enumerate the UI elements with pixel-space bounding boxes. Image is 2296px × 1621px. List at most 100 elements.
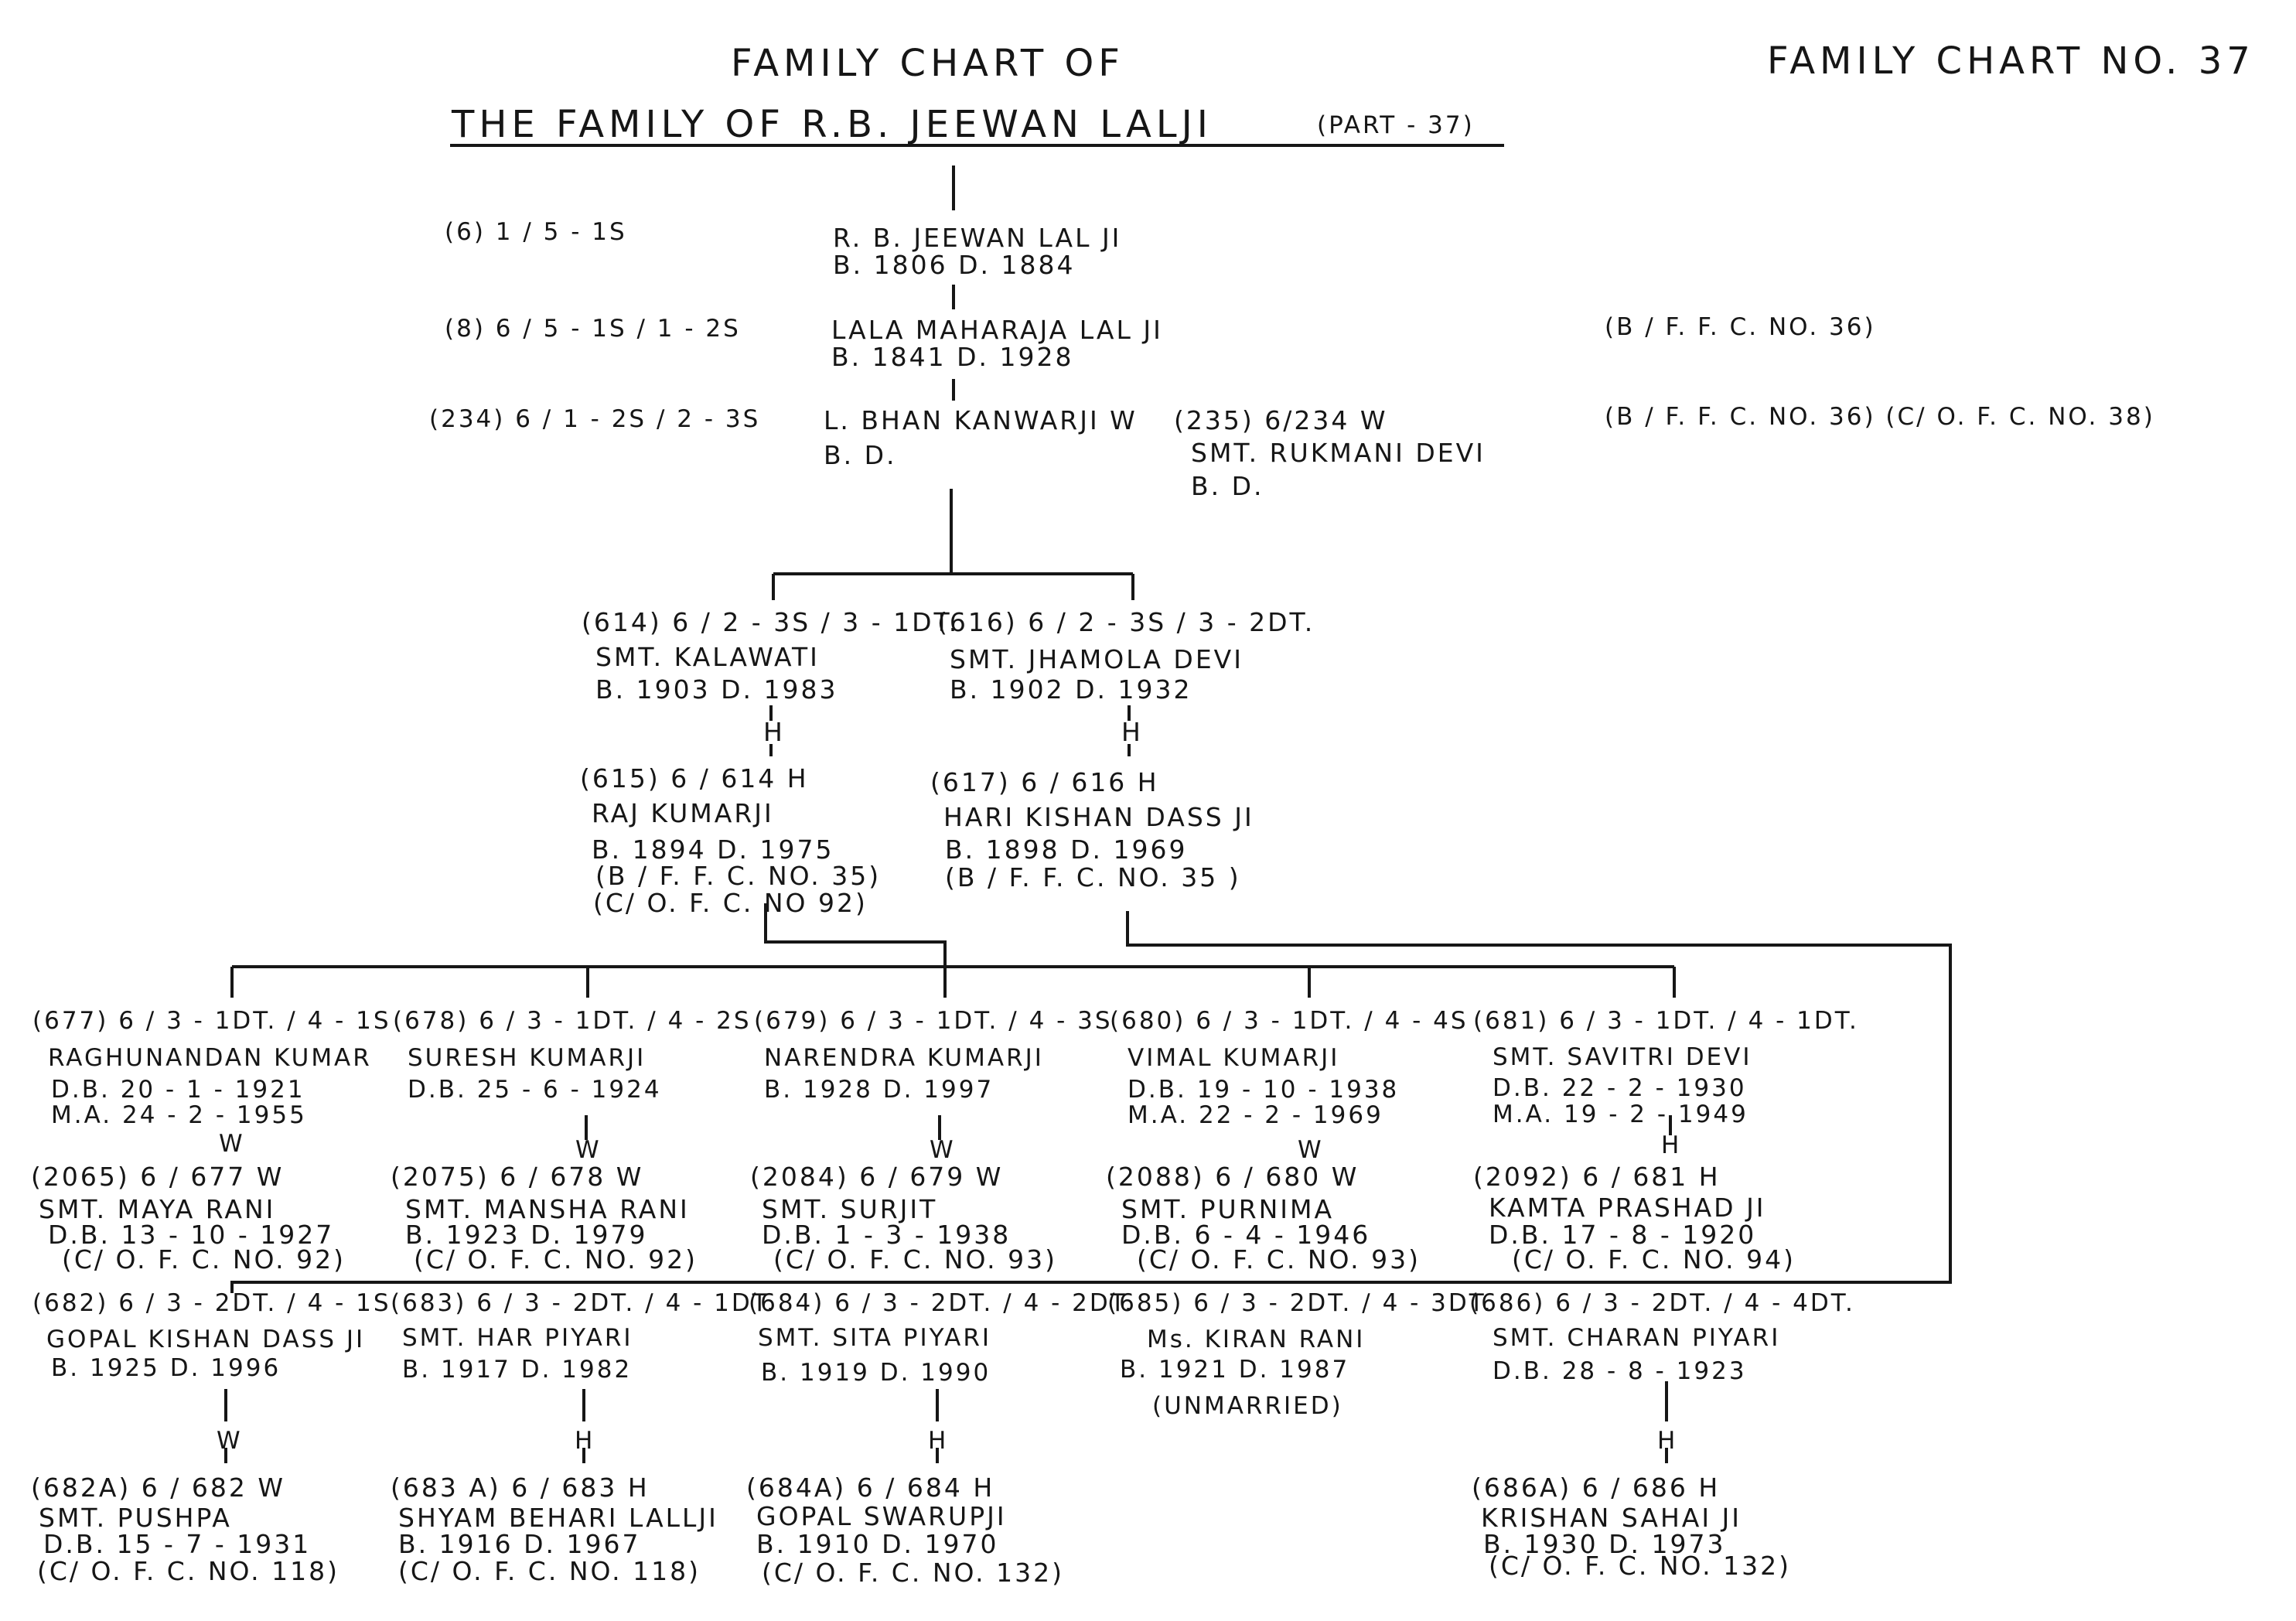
row1-4-link: W <box>1298 1136 1324 1164</box>
row2-3-sp-ref: (C/ O. F. C. NO. 132) <box>762 1558 1064 1588</box>
row1-1-sp-ref: (C/ O. F. C. NO. 92) <box>62 1244 346 1275</box>
row2-3-code: (684) 6 / 3 - 2DT. / 4 - 2DT. <box>749 1289 1134 1317</box>
gen2-dates: B. 1841 D. 1928 <box>831 342 1074 372</box>
row2-5-link: H <box>1657 1427 1678 1455</box>
row2-3-link: H <box>928 1427 949 1455</box>
gen3-spouse-code: (235) 6/234 W <box>1174 405 1388 435</box>
row1-5-d1: D.B. 22 - 2 - 1930 <box>1493 1074 1747 1102</box>
row2-3-name: SMT. SITA PIYARI <box>758 1324 992 1352</box>
row1-1-sp-d1: D.B. 13 - 10 - 1927 <box>48 1220 335 1250</box>
row2-1-sp-code: (682A) 6 / 682 W <box>31 1473 285 1503</box>
row2-1-link: W <box>217 1427 243 1455</box>
row2-2-d1: B. 1917 D. 1982 <box>402 1356 633 1384</box>
row2-4-d1: B. 1921 D. 1987 <box>1120 1356 1350 1384</box>
row1-3-sp-code: (2084) 6 / 679 W <box>750 1162 1004 1192</box>
gen4-2-spouse-code: (617) 6 / 616 H <box>930 767 1159 797</box>
row1-2-d1: D.B. 25 - 6 - 1924 <box>408 1076 662 1104</box>
row2-2-sp-d1: B. 1916 D. 1967 <box>398 1529 641 1559</box>
row1-5-sp-d1: D.B. 17 - 8 - 1920 <box>1489 1220 1757 1250</box>
row1-2-sp-code: (2075) 6 / 678 W <box>391 1162 644 1192</box>
chart-title-line1: FAMILY CHART OF <box>731 42 1124 85</box>
gen1-code: (6) 1 / 5 - 1S <box>445 218 627 246</box>
gen4-1-dates: B. 1903 D. 1983 <box>595 674 838 705</box>
gen3-code: (234) 6 / 1 - 2S / 2 - 3S <box>429 405 761 433</box>
row1-2-code: (678) 6 / 3 - 1DT. / 4 - 2S <box>393 1007 752 1035</box>
gen4-1-name: SMT. KALAWATI <box>595 642 820 672</box>
row1-2-name: SURESH KUMARJI <box>408 1044 646 1072</box>
row1-3-sp-ref: (C/ O. F. C. NO. 93) <box>773 1244 1057 1275</box>
row2-5-sp-ref: (C/ O. F. C. NO. 132) <box>1489 1551 1791 1581</box>
row1-5-code: (681) 6 / 3 - 1DT. / 4 - 1DT. <box>1473 1007 1859 1035</box>
gen1-name: R. B. JEEWAN LAL JI <box>833 223 1122 253</box>
connector-jhamola-children <box>230 911 1952 1293</box>
row1-3-name: NARENDRA KUMARJI <box>764 1044 1044 1072</box>
row2-1-name: GOPAL KISHAN DASS JI <box>46 1326 366 1353</box>
row1-1-sp-name: SMT. MAYA RANI <box>39 1194 276 1224</box>
row1-5-link: H <box>1661 1131 1682 1159</box>
gen2-code: (8) 6 / 5 - 1S / 1 - 2S <box>445 315 741 343</box>
row1-4-name: VIMAL KUMARJI <box>1128 1044 1340 1072</box>
row2-2-link: H <box>575 1427 595 1455</box>
row2-1-code: (682) 6 / 3 - 2DT. / 4 - 1S <box>32 1289 391 1317</box>
gen4-2-name: SMT. JHAMOLA DEVI <box>950 644 1244 674</box>
row1-4-sp-ref: (C/ O. F. C. NO. 93) <box>1137 1244 1421 1275</box>
row1-2-link: W <box>575 1136 602 1164</box>
row2-5-sp-d1: B. 1930 D. 1973 <box>1483 1529 1726 1559</box>
row1-4-code: (680) 6 / 3 - 1DT. / 4 - 4S <box>1110 1007 1469 1035</box>
gen4-1-link: H <box>763 717 785 747</box>
row2-5-code: (686) 6 / 3 - 2DT. / 4 - 4DT. <box>1469 1289 1855 1317</box>
row1-4-sp-code: (2088) 6 / 680 W <box>1106 1162 1360 1192</box>
gen3-spouse-dates: B. D. <box>1191 471 1264 501</box>
row2-1-sp-ref: (C/ O. F. C. NO. 118) <box>37 1556 339 1586</box>
row2-5-d1: D.B. 28 - 8 - 1923 <box>1493 1357 1747 1385</box>
gen4-2-spouse-name: HARI KISHAN DASS JI <box>943 802 1254 832</box>
gen3-spouse-name: SMT. RUKMANI DEVI <box>1191 438 1486 468</box>
gen4-1-spouse-code: (615) 6 / 614 H <box>580 763 809 793</box>
row1-3-sp-d1: D.B. 1 - 3 - 1938 <box>762 1220 1012 1250</box>
gen4-2-code: (616) 6 / 2 - 3S / 3 - 2DT. <box>937 607 1315 637</box>
row1-4-sp-d1: D.B. 6 - 4 - 1946 <box>1121 1220 1371 1250</box>
gen4-2-dates: B. 1902 D. 1932 <box>950 674 1192 705</box>
row1-2-sp-ref: (C/ O. F. C. NO. 92) <box>414 1244 698 1275</box>
gen2-name: LALA MAHARAJA LAL JI <box>831 315 1163 345</box>
gen4-1-spouse-ref2: (C/ O. F. C. NO 92) <box>593 888 868 918</box>
row2-5-name: SMT. CHARAN PIYARI <box>1493 1324 1781 1352</box>
gen4-1-spouse-ref1: (B / F. F. C. NO. 35) <box>595 861 882 891</box>
row2-2-sp-ref: (C/ O. F. C. NO. 118) <box>398 1556 701 1586</box>
row1-1-d2: M.A. 24 - 2 - 1955 <box>51 1101 307 1129</box>
row1-1-link: W <box>219 1130 245 1158</box>
row1-4-d1: D.B. 19 - 10 - 1938 <box>1128 1076 1400 1104</box>
row1-5-sp-ref: (C/ O. F. C. NO. 94) <box>1512 1244 1796 1275</box>
gen4-2-spouse-dates: B. 1898 D. 1969 <box>945 834 1188 865</box>
row2-1-sp-d1: D.B. 15 - 7 - 1931 <box>43 1529 312 1559</box>
gen4-1-spouse-name: RAJ KUMARJI <box>592 798 774 828</box>
row2-2-sp-name: SHYAM BEHARI LALLJI <box>398 1503 718 1533</box>
row1-3-d1: B. 1928 D. 1997 <box>764 1076 994 1104</box>
gen4-2-spouse-ref1: (B / F. F. C. NO. 35 ) <box>945 862 1241 892</box>
row2-4-unmarried: (UNMARRIED) <box>1152 1392 1343 1420</box>
row2-3-sp-code: (684A) 6 / 684 H <box>746 1473 995 1503</box>
row2-2-sp-code: (683 A) 6 / 683 H <box>391 1473 650 1503</box>
row1-2-sp-name: SMT. MANSHA RANI <box>405 1194 690 1224</box>
row1-3-code: (679) 6 / 3 - 1DT. / 4 - 3S <box>754 1007 1113 1035</box>
gen1-dates: B. 1806 D. 1884 <box>833 250 1076 280</box>
row2-3-d1: B. 1919 D. 1990 <box>761 1359 991 1387</box>
row2-1-d1: B. 1925 D. 1996 <box>51 1354 281 1382</box>
row2-5-sp-code: (686A) 6 / 686 H <box>1472 1473 1721 1503</box>
row1-1-name: RAGHUNANDAN KUMAR <box>48 1044 372 1072</box>
chart-part-label: (PART - 37) <box>1317 111 1475 139</box>
chart-number: FAMILY CHART NO. 37 <box>1767 39 2255 83</box>
row1-4-d2: M.A. 22 - 2 - 1969 <box>1128 1101 1383 1129</box>
row1-1-d1: D.B. 20 - 1 - 1921 <box>51 1076 305 1104</box>
gen3-dates: B. D. <box>824 440 897 470</box>
row2-2-name: SMT. HAR PIYARI <box>402 1324 633 1352</box>
gen2-ref: (B / F. F. C. NO. 36) <box>1605 313 1876 341</box>
row2-5-sp-name: KRISHAN SAHAI JI <box>1481 1503 1742 1533</box>
row1-2-sp-d1: B. 1923 D. 1979 <box>405 1220 648 1250</box>
connector-kalawati-children <box>764 903 947 967</box>
row1-3-sp-name: SMT. SURJIT <box>762 1194 938 1224</box>
row1-3-link: W <box>930 1136 956 1164</box>
gen3-ref: (B / F. F. C. NO. 36) (C/ O. F. C. NO. 3… <box>1605 403 2155 431</box>
row2-2-code: (683) 6 / 3 - 2DT. / 4 - 1DT. <box>391 1289 776 1317</box>
